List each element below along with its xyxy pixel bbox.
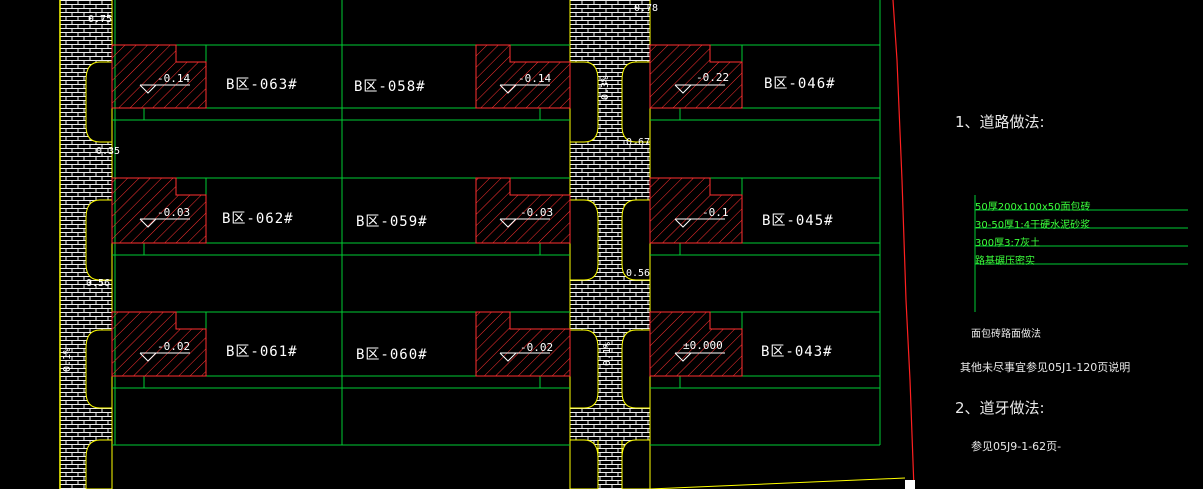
elevation-label: -0.22 <box>696 71 730 84</box>
elevation-label: -0.03 <box>520 206 554 219</box>
layer-note: 路基碾压密实 <box>975 256 1035 267</box>
elevation-label: -0.1 <box>702 206 729 219</box>
path-mark: 0.78 <box>634 3 659 14</box>
patio-hatches <box>111 44 743 377</box>
path-slope: 0.3% <box>600 75 611 100</box>
left-entry-cutouts <box>85 61 113 489</box>
elevation-label: -0.14 <box>157 72 191 85</box>
path-mark: 0.35 <box>96 146 121 157</box>
layer-note: 30-50厚1:4干硬水泥砂浆 <box>975 220 1091 231</box>
unit-label-046: B区-046# <box>764 76 836 92</box>
path-slope: 0.1% <box>602 341 613 366</box>
elevation-markers <box>139 84 725 362</box>
unit-label-059: B区-059# <box>356 214 428 230</box>
elevation-label: ±0.000 <box>683 339 723 352</box>
unit-label-061: B区-061# <box>226 344 298 360</box>
layer-note: 50厚200x100x50面包砖 <box>975 202 1091 213</box>
elevation-label: -0.02 <box>520 341 554 354</box>
unit-label-060: B区-060# <box>356 347 428 363</box>
unit-label-043: B区-043# <box>761 344 833 360</box>
elevation-label: -0.02 <box>157 340 191 353</box>
layer-note: 300厚3:7灰土 <box>975 238 1041 249</box>
curb-method-title: 2、道牙做法: <box>955 399 1045 417</box>
path-mark: 0.67 <box>626 137 651 148</box>
curb-reference: 参见05J9-1-62页- <box>971 440 1062 453</box>
other-note: 其他未尽事宜参见05J1-120页说明 <box>960 361 1131 374</box>
layer-leader-lines <box>974 195 1188 312</box>
unit-label-045: B区-045# <box>762 213 834 229</box>
paving-caption: 面包砖路面做法 <box>971 329 1041 340</box>
unit-label-062: B区-062# <box>222 211 294 227</box>
elevation-label: -0.03 <box>157 206 191 219</box>
path-slope: 0.1% <box>62 347 73 372</box>
path-mark: 0.56 <box>626 268 651 279</box>
elevation-label: -0.14 <box>518 72 552 85</box>
site-boundary <box>649 0 915 489</box>
middle-entry-cutouts <box>569 61 651 489</box>
road-method-title: 1、道路做法: <box>955 113 1045 131</box>
path-mark: 0.75 <box>88 14 113 25</box>
path-mark: 0.56 <box>86 278 111 289</box>
unit-label-058: B区-058# <box>354 79 426 95</box>
unit-label-063: B区-063# <box>226 77 298 93</box>
